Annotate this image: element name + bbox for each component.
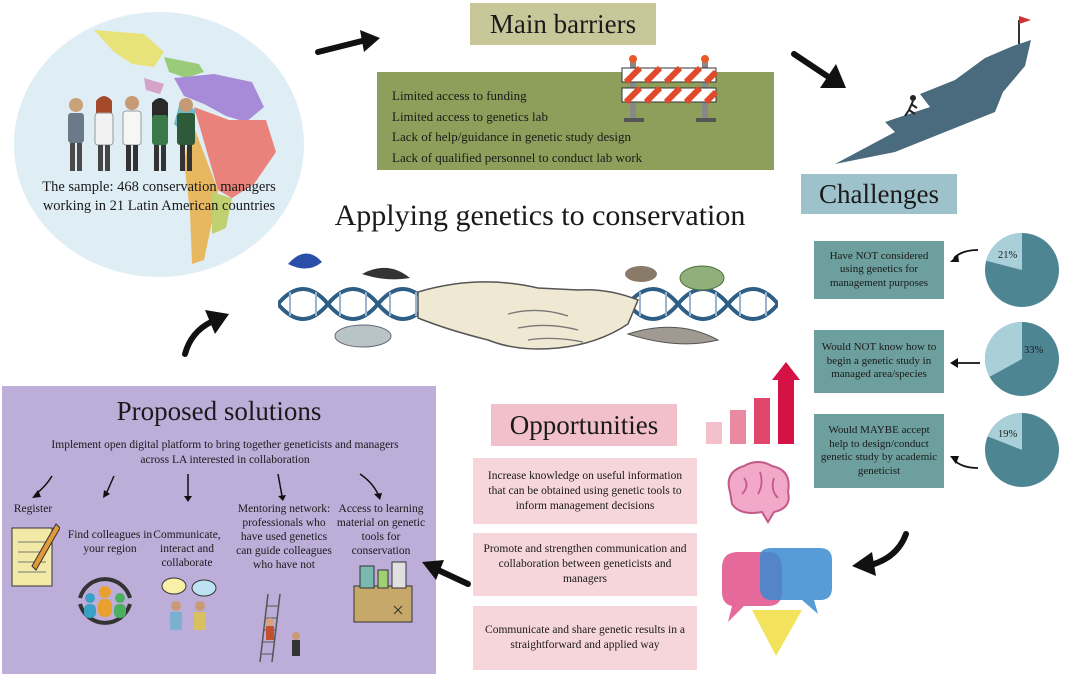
sample-description: The sample: 468 conservation managers wo… [42,179,276,214]
solution-item-learning-material: Access to learning material on genetic t… [336,503,426,557]
pie-percent-label: 19% [998,429,1018,440]
arrow-right-icon [315,30,380,55]
latin-america-map-icon [94,30,276,264]
arrow-left-icon [950,249,979,262]
people-illustration-icon [68,96,195,171]
mentoring-ladder-icon [259,593,300,663]
solution-item-communicate: Communicate, interact and collaborate [153,529,221,569]
curved-arrow-up-icon [182,310,229,357]
arrow-left-icon [950,358,980,368]
challenge-item: Would MAYBE accept help to design/conduc… [814,414,944,488]
barrier-item: Lack of qualified personnel to conduct l… [392,149,643,165]
sample-circle [14,12,304,277]
solutions-panel [2,386,436,674]
main-title: Applying genetics to conservation [334,199,746,232]
colleagues-group-icon [78,577,132,625]
solution-item-find-colleagues: Find colleagues in your region [67,529,153,555]
pie-chart-not-considered [985,233,1059,307]
challenge-item: Have NOT considered using genetics for m… [814,241,944,299]
barriers-list: Limited access to funding Limited access… [392,86,642,168]
handshake-dna-illustration-icon [278,253,778,350]
opportunity-item: Increase knowledge on useful information… [473,458,697,524]
curved-arrow-down-left-icon [852,531,909,576]
opportunity-item: Promote and strengthen communication and… [473,533,697,596]
register-notepad-icon [11,523,60,587]
mountain-climb-icon [835,16,1031,164]
challenge-item: Would NOT know how to begin a genetic st… [814,330,944,393]
pie-percent-label: 21% [998,250,1018,261]
arrow-down-right-icon [791,51,846,88]
solution-item-mentoring: Mentoring network: professionals who hav… [236,503,332,571]
growth-bars-icon [706,362,800,444]
opportunities-title: Opportunities [491,404,677,446]
pie-chart-maybe-accept [985,413,1059,487]
barrier-item: Lack of help/guidance in genetic study d… [392,129,631,144]
solutions-title: Proposed solutions [116,396,322,426]
arrow-left-icon [950,456,979,469]
challenges-title: Challenges [801,174,957,214]
communicate-people-icon [161,577,217,630]
barriers-title: Main barriers [470,3,656,45]
barrier-item: Limited access to genetics lab [392,108,548,124]
solution-item-register: Register [13,503,53,515]
barrier-item: Limited access to funding [392,88,527,103]
speech-bubbles-icon [722,548,832,656]
solution-branch-arrows-icon [32,473,382,502]
brain-icon [727,461,790,524]
roadblock-barrier-icon [621,55,719,122]
learning-material-box-icon [353,561,413,623]
opportunity-item: Communicate and share genetic results in… [473,606,697,670]
arrow-left-icon [422,560,471,587]
pie-chart-would-not-know [985,322,1059,396]
pie-percent-label: 33% [1024,345,1044,356]
solutions-intro: Implement open digital platform to bring… [51,439,399,466]
